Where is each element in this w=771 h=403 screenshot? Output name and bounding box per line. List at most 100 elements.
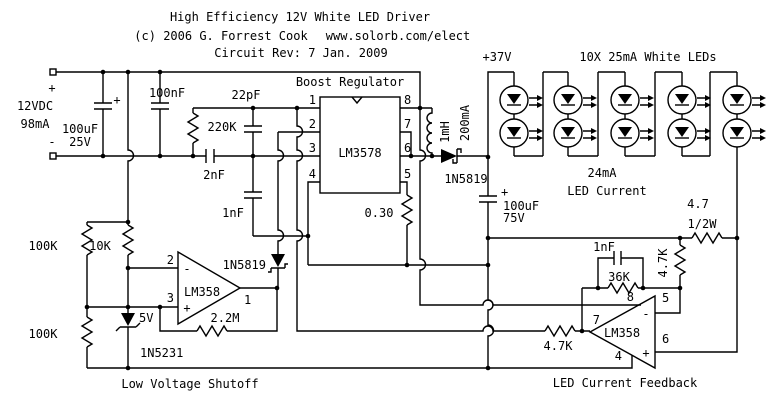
opamp2-pin5: 5 xyxy=(662,291,669,305)
wire-ground-upper xyxy=(253,181,488,266)
label-36k: 36K xyxy=(608,270,630,284)
capacitor-2nf: 2nF xyxy=(203,149,225,182)
opamp2-pin4: 4 xyxy=(615,349,622,363)
resistor-0.30: 0.30 xyxy=(365,181,413,265)
label-100nf: 100nF xyxy=(149,86,185,100)
opamp-feedback: 8 5 7 6 4 - + LM358 xyxy=(588,290,669,370)
capacitor-22pf: 22pF xyxy=(232,88,262,156)
input-plus-sign: + xyxy=(48,81,55,95)
ic-lm3578: LM3578 1 2 3 4 8 7 6 5 xyxy=(309,93,411,194)
label-100k-bottom: 100K xyxy=(29,327,59,341)
zener-1n5231: 5V 1N5231 xyxy=(115,311,183,368)
label-24ma: 24mA xyxy=(588,166,618,180)
label-4.7: 4.7 xyxy=(687,197,709,211)
opamp2-plus: + xyxy=(642,346,649,360)
title-block: High Efficiency 12V White LED Driver (c)… xyxy=(134,10,470,60)
opamp1-minus: - xyxy=(183,262,190,276)
feedback-caption: LED Current Feedback xyxy=(553,376,698,390)
capacitor-100uf-25v: + 100uF 25V xyxy=(62,72,121,156)
resistor-220k: 220K xyxy=(187,108,238,156)
schematic-title: High Efficiency 12V White LED Driver xyxy=(170,10,430,24)
opamp1-pin2: 2 xyxy=(167,253,174,267)
wire-shutdown-riser xyxy=(277,131,320,254)
pin-3: 3 xyxy=(309,141,316,155)
opamp2-pin6: 6 xyxy=(662,332,669,346)
capacitor-1nf-osc: 1nF xyxy=(222,156,262,236)
label-4.7k-gain: 4.7K xyxy=(656,248,670,278)
input-terminal-positive xyxy=(49,68,57,76)
led-output-section: +37V 10X 25mA White LEDs + 100u xyxy=(479,50,767,244)
label-1nf-comp: 1nF xyxy=(593,240,615,254)
pin-7: 7 xyxy=(404,117,411,131)
label-half-watt: 1/2W xyxy=(688,217,718,231)
ic-lm3578-label: LM3578 xyxy=(338,146,381,160)
label-4.7k-out: 4.7K xyxy=(544,339,574,353)
label-1n5231: 1N5231 xyxy=(140,346,183,360)
capacitor-1nf-comp: 1nF xyxy=(593,240,622,265)
led-array-title: 10X 25mA White LEDs xyxy=(579,50,716,64)
wire-divider-feed xyxy=(127,72,135,222)
input-current-label: 98mA xyxy=(21,117,51,131)
boost-regulator: Boost Regulator LM3578 1 2 3 4 8 7 6 5 2… xyxy=(187,75,488,265)
pin-6: 6 xyxy=(404,141,411,155)
diode-1n5819-power: 1N5819 xyxy=(441,148,488,186)
opamp2-pin7: 7 xyxy=(593,313,600,327)
wire-12v-rail xyxy=(56,71,641,306)
low-voltage-shutoff: 100K 10K 100K 5V 1N5231 2 3 - + LM358 1 xyxy=(29,222,288,391)
label-37v: +37V xyxy=(483,50,512,64)
input-minus-sign: - xyxy=(48,135,55,149)
led-current-feedback: 1nF 36K 4.7K 4.7K 8 5 7 6 4 - + LM358 LE… xyxy=(544,240,698,390)
revision-text: Circuit Rev: 7 Jan. 2009 xyxy=(214,46,387,60)
led-lamp xyxy=(499,85,767,148)
boost-section-title: Boost Regulator xyxy=(296,75,404,89)
cap-out-plus: + xyxy=(501,185,508,199)
label-1nf-osc: 1nF xyxy=(222,206,244,220)
opamp1-pin1: 1 xyxy=(244,293,251,307)
inductor-1mh: 1mH 200mA xyxy=(426,104,472,156)
opamp2-minus: - xyxy=(642,307,649,321)
led-array xyxy=(499,71,767,238)
input-voltage-label: 12VDC xyxy=(17,99,53,113)
wiring xyxy=(56,71,738,369)
label-led-current: LED Current xyxy=(567,184,646,198)
label-100uf-out: 100uF xyxy=(503,199,539,213)
wire-shutoff-inputs xyxy=(87,221,178,308)
opamp1-label: LM358 xyxy=(184,285,220,299)
wire-output-node xyxy=(487,71,514,368)
copyright-text: (c) 2006 G. Forrest Cook xyxy=(134,29,308,43)
label-100uf: 100uF xyxy=(62,122,98,136)
wire-hysteresis xyxy=(159,288,278,332)
opamp2-pin8: 8 xyxy=(627,290,634,304)
wire-ground-lower xyxy=(87,355,633,369)
label-25v: 25V xyxy=(69,135,91,149)
resistor-36k: 36K xyxy=(607,270,639,294)
label-200ma: 200mA xyxy=(458,104,472,141)
pin-4: 4 xyxy=(309,167,316,181)
pin-2: 2 xyxy=(309,117,316,131)
resistor-4.7k-gain: 4.7K xyxy=(656,244,686,278)
label-5v: 5V xyxy=(139,311,153,325)
opamp2-label: LM358 xyxy=(604,326,640,340)
resistor-4.7-sense: 4.7 1/2W xyxy=(687,197,723,244)
resistor-100k-bottom: 100K xyxy=(29,307,93,368)
label-22pf: 22pF xyxy=(232,88,261,102)
capacitor-100nf: 100nF xyxy=(149,72,185,156)
capacitor-100uf-75v: + 100uF 75V xyxy=(479,185,539,225)
label-2nf: 2nF xyxy=(203,168,225,182)
label-1mh: 1mH xyxy=(438,121,452,143)
junction-dots xyxy=(84,69,740,371)
website-text: www.solorb.com/elect xyxy=(326,29,471,43)
input-section: + 12VDC 98mA - + 100uF 25V 100nF xyxy=(17,68,185,160)
label-1n5819-shutoff: 1N5819 xyxy=(223,258,266,272)
resistor-100k-top: 100K xyxy=(29,222,93,307)
label-220k: 220K xyxy=(208,120,238,134)
label-100k-top: 100K xyxy=(29,239,59,253)
label-75v: 75V xyxy=(503,211,525,225)
resistor-2.2m: 2.2M xyxy=(196,311,239,337)
pin-1: 1 xyxy=(309,93,316,107)
pin-5: 5 xyxy=(404,167,411,181)
label-10k: 10K xyxy=(89,239,111,253)
diode-1n5819-shutoff: 1N5819 xyxy=(223,254,288,288)
